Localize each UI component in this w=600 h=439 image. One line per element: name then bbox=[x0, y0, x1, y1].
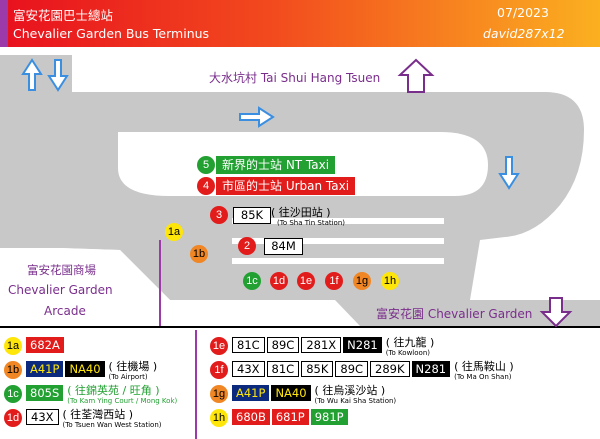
legend-divider bbox=[0, 326, 600, 328]
direction-label-tai-shui-hang: 大水坑村 Tai Shui Hang Tsuen bbox=[209, 71, 381, 85]
route-badge-81c: 81C bbox=[232, 337, 265, 353]
route-badge-289k: 289K bbox=[370, 361, 410, 377]
route-badge-na40: NA40 bbox=[65, 361, 105, 377]
destination-zh: ( 往錦英苑 / 旺角 ) bbox=[67, 384, 160, 397]
legend-bay-1c-marker: 1c bbox=[4, 385, 22, 403]
route-badge-981p: 981P bbox=[310, 409, 348, 425]
legend-bay-1b-marker: 1b bbox=[4, 361, 22, 379]
route-badge-a41p: A41P bbox=[26, 361, 64, 377]
bay-1f-marker: 1f bbox=[325, 272, 343, 290]
header-accent bbox=[0, 0, 8, 47]
taxi-stand-5-marker: 5 bbox=[197, 156, 215, 174]
bay-1b-marker: 1b bbox=[190, 245, 208, 263]
platform-stop3 bbox=[232, 218, 444, 224]
destination-en: (To Airport) bbox=[108, 373, 148, 381]
destination-zh: ( 往九龍 ) bbox=[385, 336, 435, 349]
route-badge-81c: 81C bbox=[266, 361, 300, 377]
bay-1c-marker: 1c bbox=[243, 272, 261, 290]
taxi-stand-4-marker: 4 bbox=[197, 177, 215, 195]
title-en: Chevalier Garden Bus Terminus bbox=[13, 26, 210, 41]
taxi-urban-label: 市區的士站 Urban Taxi bbox=[216, 177, 356, 195]
route-badge-n281: N281 bbox=[411, 361, 451, 377]
taxi-nt-label: 新界的士站 NT Taxi bbox=[216, 156, 336, 174]
bay-1d-marker: 1d bbox=[270, 272, 288, 290]
route-badge-682a: 682A bbox=[26, 337, 64, 353]
destination-en: (To Tsuen Wan West Station) bbox=[62, 421, 162, 429]
legend-bay-1a-marker: 1a bbox=[4, 337, 22, 355]
legend-bay-1h-marker: 1h bbox=[210, 409, 228, 427]
route-badge-a41p: A41P bbox=[232, 385, 270, 401]
legend-destination: ( 往烏溪沙站 )(To Wu Kai Sha Station) bbox=[313, 384, 397, 406]
destination-en: (To Ma On Shan) bbox=[454, 373, 512, 381]
route-badge-na40: NA40 bbox=[271, 385, 311, 401]
stop-2-route: 84M bbox=[264, 238, 303, 255]
route-badge-43x: 43X bbox=[232, 361, 265, 377]
right-arrow-icon bbox=[239, 106, 275, 128]
destination-en: (To Kowloon) bbox=[385, 349, 430, 357]
destination-zh: ( 往烏溪沙站 ) bbox=[314, 384, 386, 397]
header-bar bbox=[0, 0, 600, 47]
stop-3-dest-zh: ( 往沙田站 ) bbox=[271, 206, 331, 219]
route-badge-85k: 85K bbox=[301, 361, 334, 377]
bay-1g-marker: 1g bbox=[353, 272, 371, 290]
legend-bay-1g-marker: 1g bbox=[210, 385, 228, 403]
legend-destination: ( 往機場 )(To Airport) bbox=[107, 360, 158, 382]
route-badge-89c: 89C bbox=[335, 361, 369, 377]
legend-bay-1d-marker: 1d bbox=[4, 409, 22, 427]
mall-label-en-1: Chevalier Garden bbox=[8, 283, 113, 297]
route-badge-805s: 805S bbox=[26, 385, 64, 401]
route-badge-281x: 281X bbox=[301, 337, 342, 353]
route-badge-43x: 43X bbox=[26, 409, 59, 425]
mall-label-zh: 富安花園商場 bbox=[27, 263, 96, 277]
mall-area bbox=[0, 248, 200, 326]
destination-zh: ( 往機場 ) bbox=[108, 360, 158, 373]
mall-label-en-2: Arcade bbox=[44, 304, 86, 318]
legend-bay-1e-marker: 1e bbox=[210, 337, 228, 355]
destination-en: (To Wu Kai Sha Station) bbox=[314, 397, 397, 405]
route-badge-680b: 680B bbox=[232, 409, 270, 425]
stop-3-marker: 3 bbox=[210, 206, 228, 224]
legend-destination: ( 往荃灣西站 )(To Tsuen Wan West Station) bbox=[61, 408, 162, 430]
legend-destination: ( 往馬鞍山 )(To Ma On Shan) bbox=[452, 360, 514, 382]
route-badge-n281: N281 bbox=[343, 337, 382, 353]
destination-en: (To Kam Ying Court / Mong Kok) bbox=[67, 397, 178, 405]
purple-up-arrow-icon bbox=[397, 58, 435, 93]
stop-3-route: 85K bbox=[233, 207, 271, 224]
up-arrow-icon bbox=[21, 58, 43, 91]
author-label: david287x12 bbox=[483, 26, 565, 41]
stop-3-dest-en: (To Sha Tin Station) bbox=[277, 219, 346, 227]
legend-destination: ( 往錦英苑 / 旺角 )(To Kam Ying Court / Mong K… bbox=[65, 384, 178, 406]
destination-zh: ( 往荃灣西站 ) bbox=[62, 408, 134, 421]
platform-main bbox=[232, 258, 444, 264]
legend-bay-1f-marker: 1f bbox=[210, 361, 228, 379]
route-badge-681p: 681P bbox=[271, 409, 309, 425]
legend-destination: ( 往九龍 )(To Kowloon) bbox=[384, 336, 435, 358]
route-badge-89c: 89C bbox=[266, 337, 300, 353]
bay-1a-marker: 1a bbox=[165, 223, 183, 241]
bay-1e-marker: 1e bbox=[297, 272, 315, 290]
purple-down-arrow-icon bbox=[539, 297, 573, 328]
platform-stop2 bbox=[232, 238, 444, 244]
exit-label: 富安花園 Chevalier Garden bbox=[376, 307, 533, 321]
down-arrow-icon bbox=[47, 59, 69, 92]
title-zh: 富安花園巴士總站 bbox=[13, 8, 114, 23]
stop-2-marker: 2 bbox=[238, 237, 256, 255]
date-label: 07/2023 bbox=[497, 5, 549, 20]
down-arrow-right-icon bbox=[498, 156, 520, 190]
bay-1h-marker: 1h bbox=[381, 272, 399, 290]
destination-zh: ( 往馬鞍山 ) bbox=[454, 360, 514, 373]
